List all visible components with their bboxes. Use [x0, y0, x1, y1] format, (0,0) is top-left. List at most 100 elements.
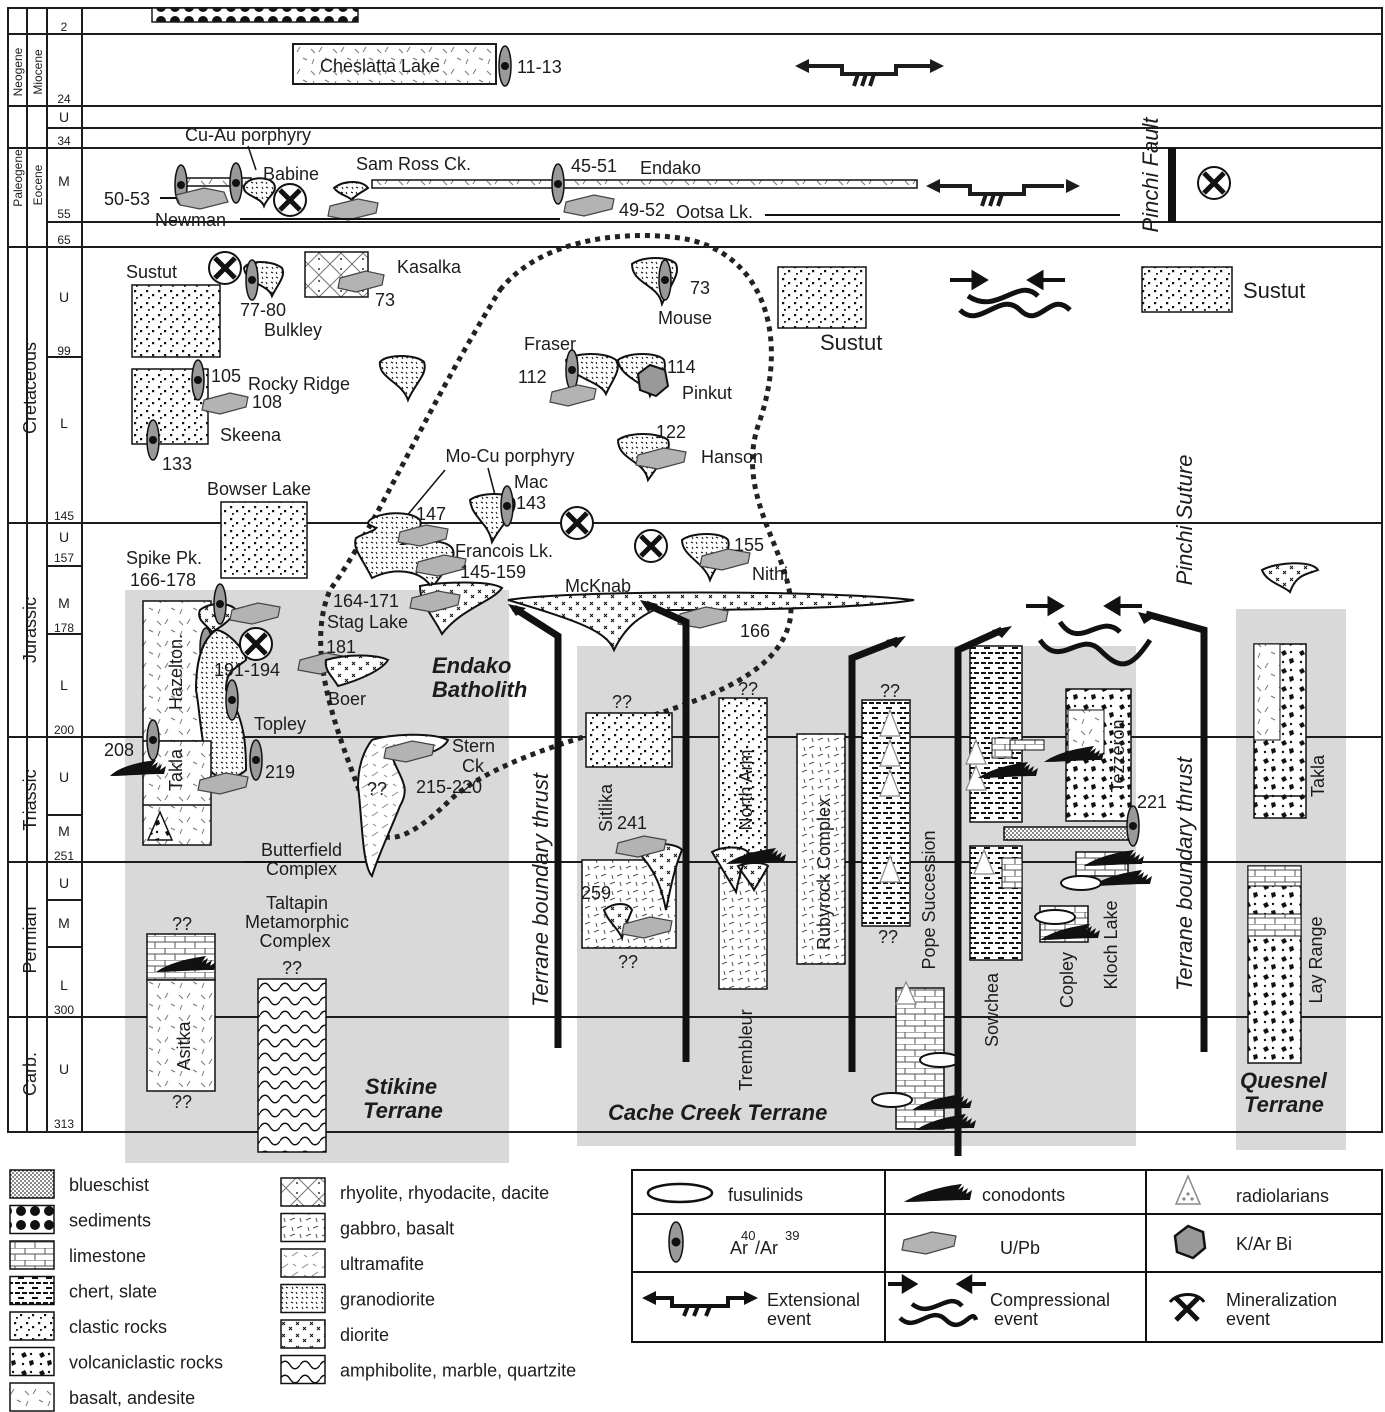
stikine-label-1: Stikine [365, 1074, 437, 1099]
mac-age: 143 [516, 493, 546, 513]
rocky-ridge-age: 105 [211, 366, 241, 386]
sustut-west-box [132, 285, 220, 357]
age-313: 313 [54, 1117, 74, 1131]
endako-ootsa-box [372, 180, 917, 188]
stag-francois-intrusion [355, 513, 453, 588]
legend-radiolarians: radiolarians [1236, 1186, 1329, 1206]
arar-symbol-cheslatta [499, 46, 511, 86]
sub-m-3: M [58, 823, 70, 839]
period-permian: Permian [20, 906, 40, 973]
bulkley-label: Bulkley [264, 320, 322, 340]
legend-swatch-clastic [10, 1312, 54, 1340]
sub-u-6: U [59, 1061, 69, 1077]
mac-label: Mac [514, 472, 548, 492]
qq-taltapin: ?? [282, 958, 302, 978]
pope-label: Pope Succession [919, 830, 939, 969]
arar-symbol-mac [501, 486, 513, 526]
qq-sitlika-bottom: ?? [618, 952, 638, 972]
legend-extensional-2: event [767, 1309, 811, 1329]
newman-age: 50-53 [104, 189, 150, 209]
age-178: 178 [54, 621, 74, 635]
qq-sitlika-top: ?? [612, 692, 632, 712]
tezzeron-label: Tezzeron [1108, 719, 1128, 792]
legend-extensional-1: Extensional [767, 1290, 860, 1310]
upb-crystal-rocky-ridge [202, 393, 248, 414]
age-221-label: 221 [1137, 792, 1167, 812]
age-147: 147 [416, 504, 446, 524]
legend-label-amphibolite: amphibolite, marble, quartzite [340, 1361, 576, 1381]
qq-pope-top: ?? [880, 681, 900, 701]
sub-u-4: U [59, 769, 69, 785]
spike-label: Spike Pk. [126, 548, 202, 568]
cache-creek-label: Cache Creek Terrane [608, 1100, 827, 1125]
fraser-age: 112 [518, 367, 547, 387]
period-cretaceous: Cretaceous [20, 342, 40, 434]
age-200: 200 [54, 723, 74, 737]
legend-swatch-chert [10, 1277, 54, 1305]
cu-au-porphyry-label: Cu-Au porphyry [185, 125, 311, 145]
sowchea-inset-2 [1010, 740, 1044, 750]
rubyrock-label: Rubyrock Complex [814, 798, 834, 950]
period-triassic: Triassic [20, 769, 40, 830]
arar-symbol-fraser [566, 350, 578, 390]
legend-swatch-basalt [10, 1383, 54, 1411]
topley-age: 191-194 [214, 660, 280, 680]
stern-label-2: Ck [462, 756, 485, 776]
lay-range-inset-2 [1248, 914, 1301, 936]
stag-label: Stag Lake [327, 612, 408, 632]
takla-east-inset [1254, 644, 1280, 740]
sustut-east-label: Sustut [1243, 278, 1305, 303]
sowchea-inset-1 [992, 738, 1012, 758]
age-145: 145 [54, 509, 74, 523]
upb-crystal-sam-ross [328, 199, 378, 220]
legend-label-gabbro: gabbro, basalt [340, 1219, 454, 1239]
asitka-label: Asitka [174, 1021, 194, 1071]
sitlika-clastic-box [586, 713, 672, 767]
sustut-east-box [1142, 267, 1232, 312]
sub-u-1: U [59, 109, 69, 125]
legend-fusulinid-icon [648, 1184, 712, 1202]
lay-range-box [1248, 866, 1301, 1063]
mineralization-symbol-sustut [209, 252, 241, 284]
lay-range-label: Lay Range [1306, 916, 1326, 1003]
age-219-label: 219 [265, 762, 295, 782]
kasalka-label: Kasalka [397, 257, 462, 277]
cheslatta-lake-label: Cheslatta Lake [320, 56, 440, 76]
legend-arar-sup1: 40 [741, 1228, 755, 1243]
compressional-event-cretaceous [950, 274, 1070, 316]
age-55: 55 [57, 207, 71, 221]
kasalka-age: 73 [375, 290, 395, 310]
epoch-eocene: Eocene [31, 164, 45, 205]
arar-symbol-208 [147, 720, 159, 760]
legend-conodonts: conodonts [982, 1185, 1065, 1205]
lithology-legend: blueschistsedimentslimestonechert, slate… [10, 1170, 576, 1411]
arar-symbol-219 [250, 740, 262, 780]
hazelton-label: Hazelton. [166, 634, 186, 710]
mineralization-symbol-babine [274, 184, 306, 216]
francois-age: 145-159 [460, 562, 526, 582]
topley-label: Topley [254, 714, 306, 734]
taltapin-label-3: Complex [259, 931, 330, 951]
sam-ross-intrusion [334, 182, 368, 200]
fusulinid-copley [1035, 910, 1075, 924]
arar-symbol-rocky-ridge [192, 360, 204, 400]
arar-symbol-endako [552, 164, 564, 204]
mineralization-symbol-pinchi [1198, 167, 1230, 199]
legend-label-chert: chert, slate [69, 1282, 157, 1302]
sustut-west-label: Sustut [126, 262, 177, 282]
karbi-symbol-pinkut [638, 365, 668, 396]
mcknab-label: McKnab [565, 576, 631, 596]
sub-u-5: U [59, 875, 69, 891]
legend-arar-icon [669, 1222, 683, 1262]
quesnel-jurassic-intrusion [1262, 563, 1318, 592]
sowchea-label: Sowchea [982, 972, 1002, 1047]
takla-west-label: Takla [166, 748, 186, 791]
qq-asitka-bottom: ?? [172, 1092, 192, 1112]
age-300: 300 [54, 1003, 74, 1017]
sam-ross-label: Sam Ross Ck. [356, 154, 471, 174]
cheslatta-age: 11-13 [517, 57, 562, 77]
legend-mineralization-2: event [1226, 1309, 1270, 1329]
pinkut-label: Pinkut [682, 383, 732, 403]
period-neogene: Neogene [11, 47, 25, 96]
period-paleogene: Paleogene [11, 149, 25, 207]
